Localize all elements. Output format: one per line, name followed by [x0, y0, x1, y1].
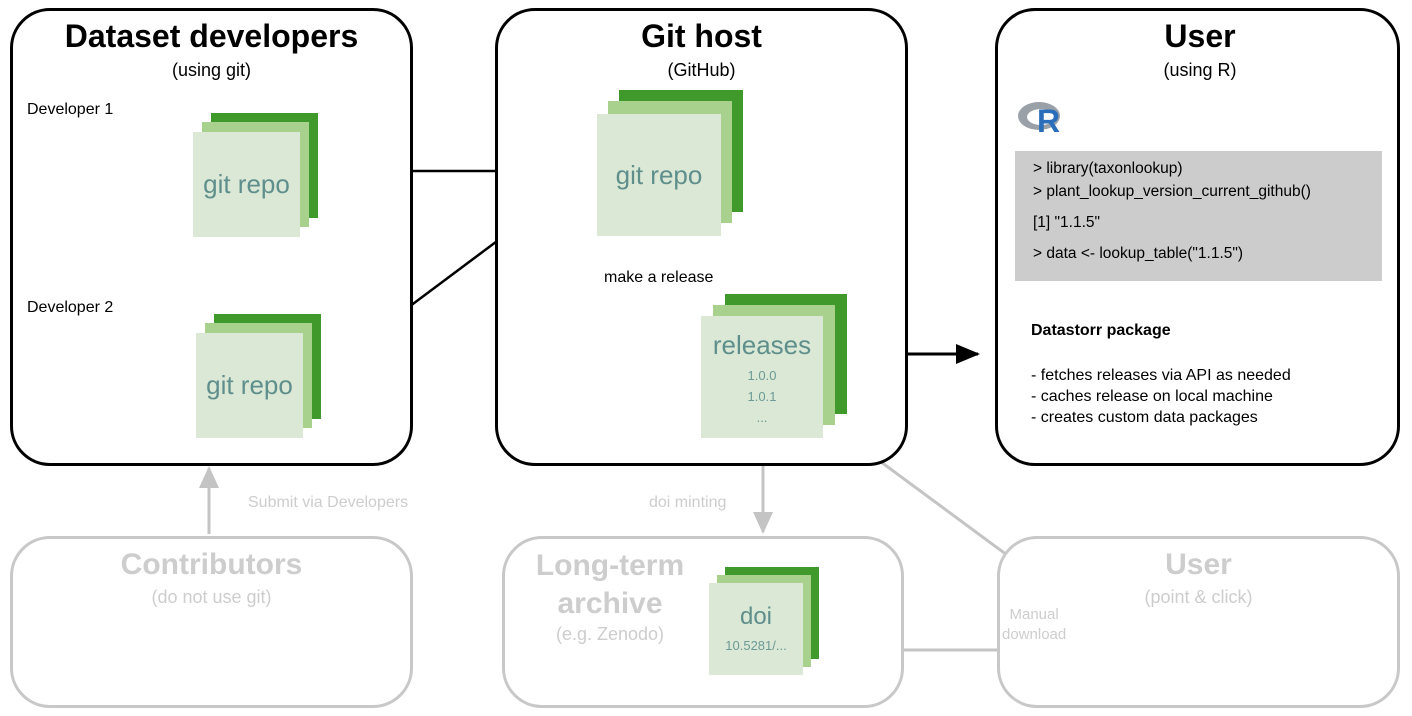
developer-2-label: Developer 2 [27, 299, 114, 316]
feature-item: - fetches releases via API as needed [1031, 367, 1291, 384]
user-r-title: User [1164, 18, 1236, 54]
user-r-subtitle: (using R) [1163, 60, 1237, 80]
code-line: > data <- lookup_table("1.1.5") [1033, 245, 1244, 262]
doi-minting-label: doi minting [649, 494, 727, 511]
releases-label: releases [712, 330, 812, 360]
repo-stack-host: git repo [597, 90, 743, 236]
dev-box-title: Dataset developers [64, 18, 359, 54]
git-repo-dev1: git repo [193, 132, 300, 237]
contributors-box [10, 536, 413, 708]
git-repo-label: git repo [615, 159, 703, 190]
submit-via-developers-label: Submit via Developers [248, 494, 409, 511]
archive-title-line: archive [557, 587, 663, 620]
contributors-title: Contributors [120, 548, 303, 581]
version-item: ... [756, 410, 768, 425]
git-repo-label: git repo [203, 169, 290, 199]
contributors-subtitle: (do not use git) [151, 587, 272, 607]
version-item: 1.0.1 [747, 389, 777, 404]
doi-value: 10.5281/... [725, 637, 787, 653]
version-item: 1.0.0 [747, 368, 777, 383]
releases-stack: releases 1.0.0 1.0.1 ... [701, 294, 847, 438]
archive-title-line: Long-term [535, 549, 685, 582]
manual-download-line: Manual [1002, 605, 1067, 625]
doi-sheet: doi 10.5281/... [709, 583, 803, 675]
doi-stack: doi 10.5281/... [709, 567, 819, 675]
repo-stack-dev2: git repo [196, 314, 321, 438]
archive-title: Long-term archive [520, 547, 700, 623]
git-host-title: Git host [641, 18, 762, 54]
code-line: > library(taxonlookup) [1033, 160, 1183, 177]
user-click-subtitle: (point & click) [1144, 587, 1253, 607]
git-repo-label: git repo [206, 370, 293, 400]
git-host-subtitle: (GitHub) [667, 60, 736, 80]
feature-item: - caches release on local machine [1031, 388, 1273, 405]
archive-subtitle: (e.g. Zenodo) [555, 624, 665, 644]
code-line: > plant_lookup_version_current_github() [1033, 183, 1311, 200]
feature-item: - creates custom data packages [1031, 409, 1258, 426]
user-click-title: User [1165, 548, 1232, 581]
manual-download-line: download [1002, 625, 1067, 645]
developer-1-label: Developer 1 [27, 101, 114, 118]
dev-box-subtitle: (using git) [171, 60, 252, 80]
archive-box [502, 536, 904, 708]
package-features: - fetches releases via API as needed - c… [1031, 365, 1291, 428]
make-release-label: make a release [604, 269, 714, 286]
manual-download-label: Manual download [1002, 605, 1067, 645]
repo-stack-dev1: git repo [193, 113, 318, 237]
r-code-block: > library(taxonlookup) > plant_lookup_ve… [1015, 151, 1382, 281]
git-repo-host: git repo [597, 114, 721, 236]
r-logo-letter: R [1037, 103, 1061, 139]
code-line: [1] "1.1.5" [1033, 214, 1101, 231]
package-title: Datastorr package [1031, 322, 1171, 339]
doi-label: doi [739, 602, 773, 630]
r-logo-icon: R [1017, 99, 1069, 141]
releases-sheet: releases 1.0.0 1.0.1 ... [701, 316, 823, 438]
git-repo-dev2: git repo [196, 333, 303, 438]
